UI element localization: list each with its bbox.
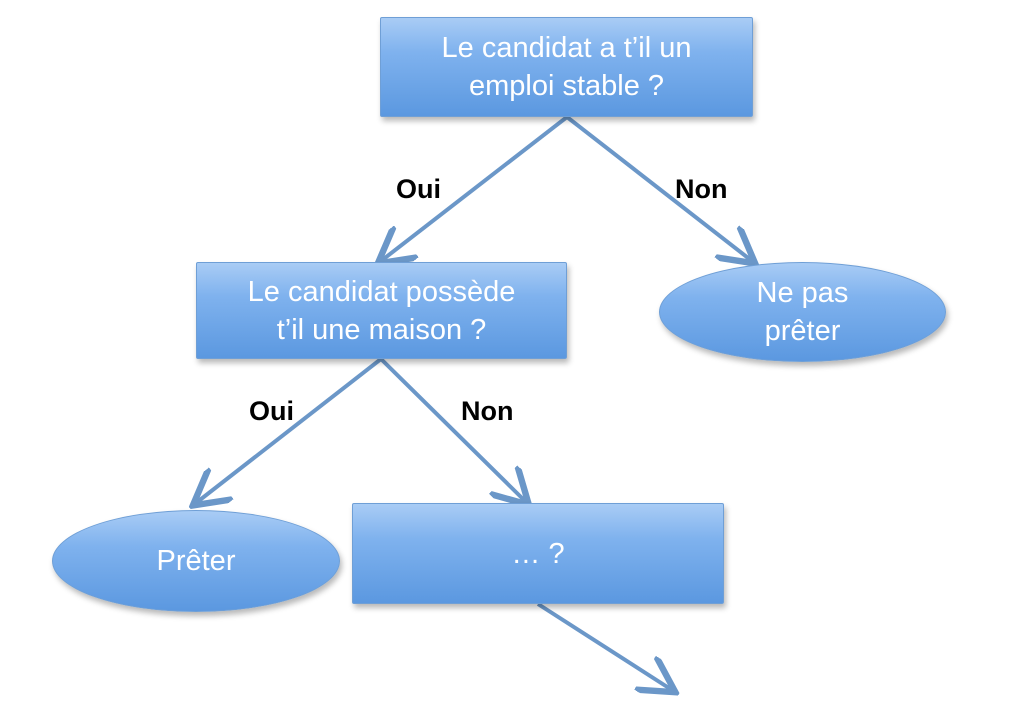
node-text-line: t’il une maison ? <box>276 313 487 346</box>
edge-label-yes: Oui <box>396 174 441 204</box>
node-text-line: Prêter <box>156 545 236 577</box>
node-text-line: … ? <box>511 537 565 570</box>
edge-root-to-house <box>381 115 569 261</box>
node-text-line: prêter <box>764 315 841 347</box>
node-text-line: Le candidat a t’il un <box>441 32 692 64</box>
edge-label-no: Non <box>461 396 514 426</box>
edge-more-to-next <box>536 602 672 690</box>
node-owns-house-question: Le candidat possède t’il une maison ? <box>196 262 567 359</box>
node-further-question: … ? <box>352 503 724 604</box>
node-text-line: emploi stable ? <box>468 70 665 102</box>
node-stable-job-question: Le candidat a t’il un emploi stable ? <box>380 17 753 117</box>
edge-house-to-lend <box>196 357 383 503</box>
leaf-do-not-lend: Ne pas prêter <box>659 262 946 362</box>
leaf-lend: Prêter <box>52 510 340 612</box>
edge-label-no: Non <box>675 174 728 204</box>
node-text-line: Le candidat possède <box>247 275 516 308</box>
edge-root-to-no-lend <box>565 115 752 261</box>
node-text-line: Ne pas <box>756 277 849 309</box>
edge-label-yes: Oui <box>249 396 294 426</box>
edge-house-to-more <box>379 357 526 502</box>
